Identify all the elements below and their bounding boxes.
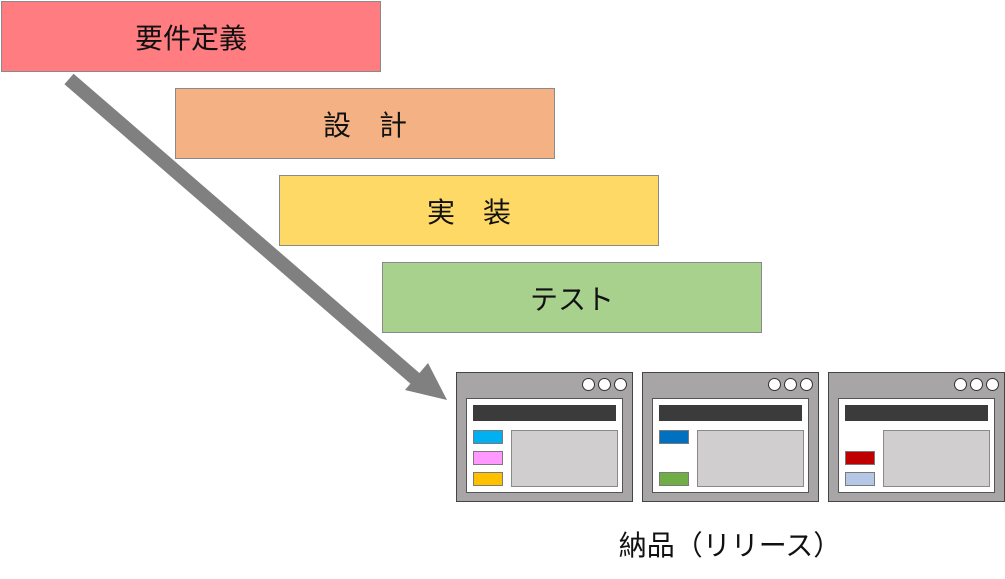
window-dot-icon <box>582 378 595 391</box>
release-window-1 <box>456 372 633 502</box>
feature-block <box>659 472 689 486</box>
window-controls <box>954 378 999 391</box>
window-dot-icon <box>986 378 999 391</box>
content-area <box>697 430 804 487</box>
window-dot-icon <box>800 378 813 391</box>
window-controls <box>768 378 813 391</box>
content-area <box>883 430 990 487</box>
feature-block <box>845 472 875 486</box>
window-viewport <box>838 398 995 493</box>
release-label: 納品（リリース） <box>618 529 842 562</box>
arrow-head <box>405 363 447 400</box>
window-dot-icon <box>598 378 611 391</box>
release-window-2 <box>642 372 819 502</box>
phase-design: 設 計 <box>175 88 555 159</box>
window-dot-icon <box>954 378 967 391</box>
window-viewport <box>652 398 809 493</box>
phase-implementation: 実 装 <box>279 175 659 246</box>
feature-block <box>473 430 503 444</box>
window-dot-icon <box>768 378 781 391</box>
window-header-bar <box>845 405 988 421</box>
feature-block <box>473 472 503 486</box>
window-viewport <box>466 398 623 493</box>
feature-block <box>845 451 875 465</box>
content-area <box>511 430 618 487</box>
window-dot-icon <box>614 378 627 391</box>
phase-label: 実 装 <box>426 195 511 229</box>
window-dot-icon <box>784 378 797 391</box>
feature-block <box>473 451 503 465</box>
feature-block <box>659 430 689 444</box>
phase-label: テスト <box>529 282 614 316</box>
release-window-3 <box>828 372 1005 502</box>
window-header-bar <box>659 405 802 421</box>
window-dot-icon <box>970 378 983 391</box>
phase-label: 要件定義 <box>134 21 247 55</box>
phase-requirements: 要件定義 <box>1 1 381 72</box>
phase-label: 設 計 <box>322 108 407 142</box>
window-controls <box>582 378 627 391</box>
window-header-bar <box>473 405 616 421</box>
phase-testing: テスト <box>382 262 762 333</box>
